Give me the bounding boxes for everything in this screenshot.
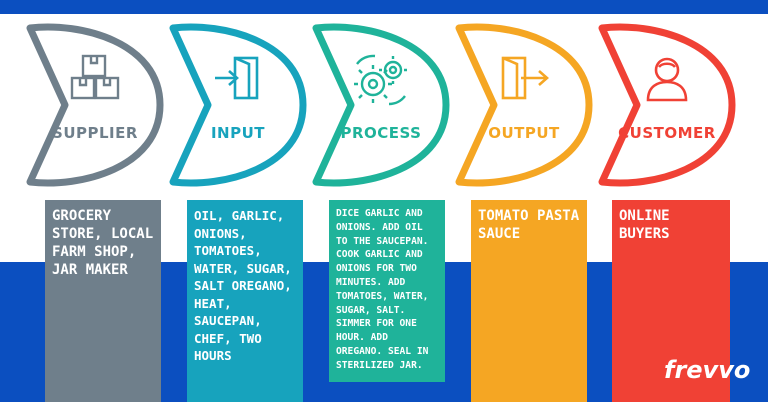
person-icon (592, 54, 742, 114)
detail-customer: ONLINE BUYERS (612, 200, 730, 402)
detail-text: GROCERY STORE, LOCAL FARM SHOP, JAR MAKE… (52, 208, 154, 278)
stage-process: PROCESS (306, 22, 456, 192)
stage-supplier: SUPPLIER (20, 22, 170, 192)
input-chevron-ring (169, 23, 307, 187)
stage-label: SUPPLIER (52, 124, 138, 142)
customer-chevron-ring (598, 23, 736, 187)
detail-text: ONLINE BUYERS (619, 208, 670, 242)
detail-text: TOMATO PASTA SAUCE (478, 208, 580, 242)
detail-text: DICE GARLIC AND ONIONS. ADD OIL TO THE S… (336, 208, 429, 371)
top-band (0, 0, 768, 14)
supplier-chevron-ring (26, 23, 164, 187)
door-exit-icon (449, 54, 599, 114)
detail-input: OIL, GARLIC, ONIONS, TOMATOES, WATER, SU… (187, 200, 303, 402)
stage-label: PROCESS (340, 124, 422, 142)
output-chevron-ring (455, 23, 593, 187)
stage-label: CUSTOMER (618, 124, 716, 142)
stage-customer: CUSTOMER (592, 22, 742, 192)
door-enter-icon (163, 54, 313, 114)
detail-process: DICE GARLIC AND ONIONS. ADD OIL TO THE S… (329, 200, 445, 382)
process-chevron-ring (312, 23, 450, 187)
stage-label: INPUT (210, 124, 266, 142)
stage-input: INPUT (163, 22, 313, 192)
detail-supplier: GROCERY STORE, LOCAL FARM SHOP, JAR MAKE… (45, 200, 161, 402)
detail-text: OIL, GARLIC, ONIONS, TOMATOES, WATER, SU… (194, 208, 292, 363)
detail-output: TOMATO PASTA SAUCE (471, 200, 587, 402)
stage-output: OUTPUT (449, 22, 599, 192)
stage-label: OUTPUT (488, 124, 560, 142)
frevvo-logo: frevvo (664, 356, 751, 384)
gears-icon (306, 54, 456, 114)
boxes-icon (20, 54, 170, 114)
